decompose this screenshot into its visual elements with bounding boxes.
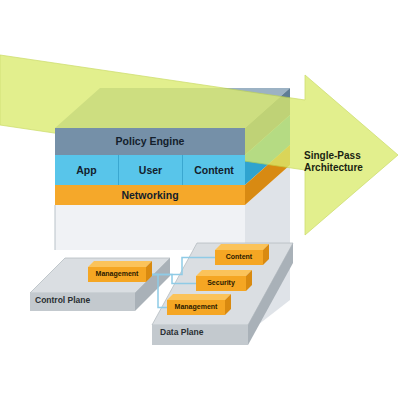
- engine-cell: App: [55, 155, 118, 185]
- box-top: [196, 270, 252, 276]
- box-label: Management: [96, 270, 139, 278]
- engine-cell: Content: [182, 155, 245, 185]
- box-label: Networking: [121, 189, 178, 201]
- box-label: User: [139, 164, 162, 176]
- box-label: Security: [207, 279, 235, 287]
- face: [152, 325, 248, 345]
- plane-slab: Control Plane Management: [25, 255, 175, 313]
- face: [30, 293, 135, 311]
- box-top: [215, 244, 269, 250]
- policy-band: Policy Engine: [55, 128, 245, 155]
- plane-label: Control Plane: [35, 296, 90, 306]
- box-label: Content: [194, 164, 234, 176]
- box-top: [88, 261, 152, 267]
- wall-edge: [55, 205, 56, 250]
- box-side: [263, 244, 269, 265]
- module-box: Content: [215, 250, 263, 265]
- box-label: Policy Engine: [116, 135, 185, 147]
- box-label: Content: [226, 253, 252, 261]
- arrow-label: Single-Pass Architecture: [304, 150, 376, 173]
- box-side: [146, 261, 152, 282]
- plane-slab: Data Plane ContentSecurityManagement: [148, 238, 298, 350]
- module-box: Security: [196, 276, 246, 291]
- box-top: [167, 294, 231, 300]
- box-label: App: [76, 164, 96, 176]
- box-side: [246, 270, 252, 291]
- module-box: Management: [88, 267, 146, 282]
- box-label: Management: [175, 303, 218, 311]
- box-side: [225, 294, 231, 315]
- plane-label: Data Plane: [160, 328, 203, 338]
- networking-band: Networking: [55, 185, 245, 205]
- face: [0, 55, 398, 235]
- engine-cell: User: [118, 155, 182, 185]
- module-box: Management: [167, 300, 225, 315]
